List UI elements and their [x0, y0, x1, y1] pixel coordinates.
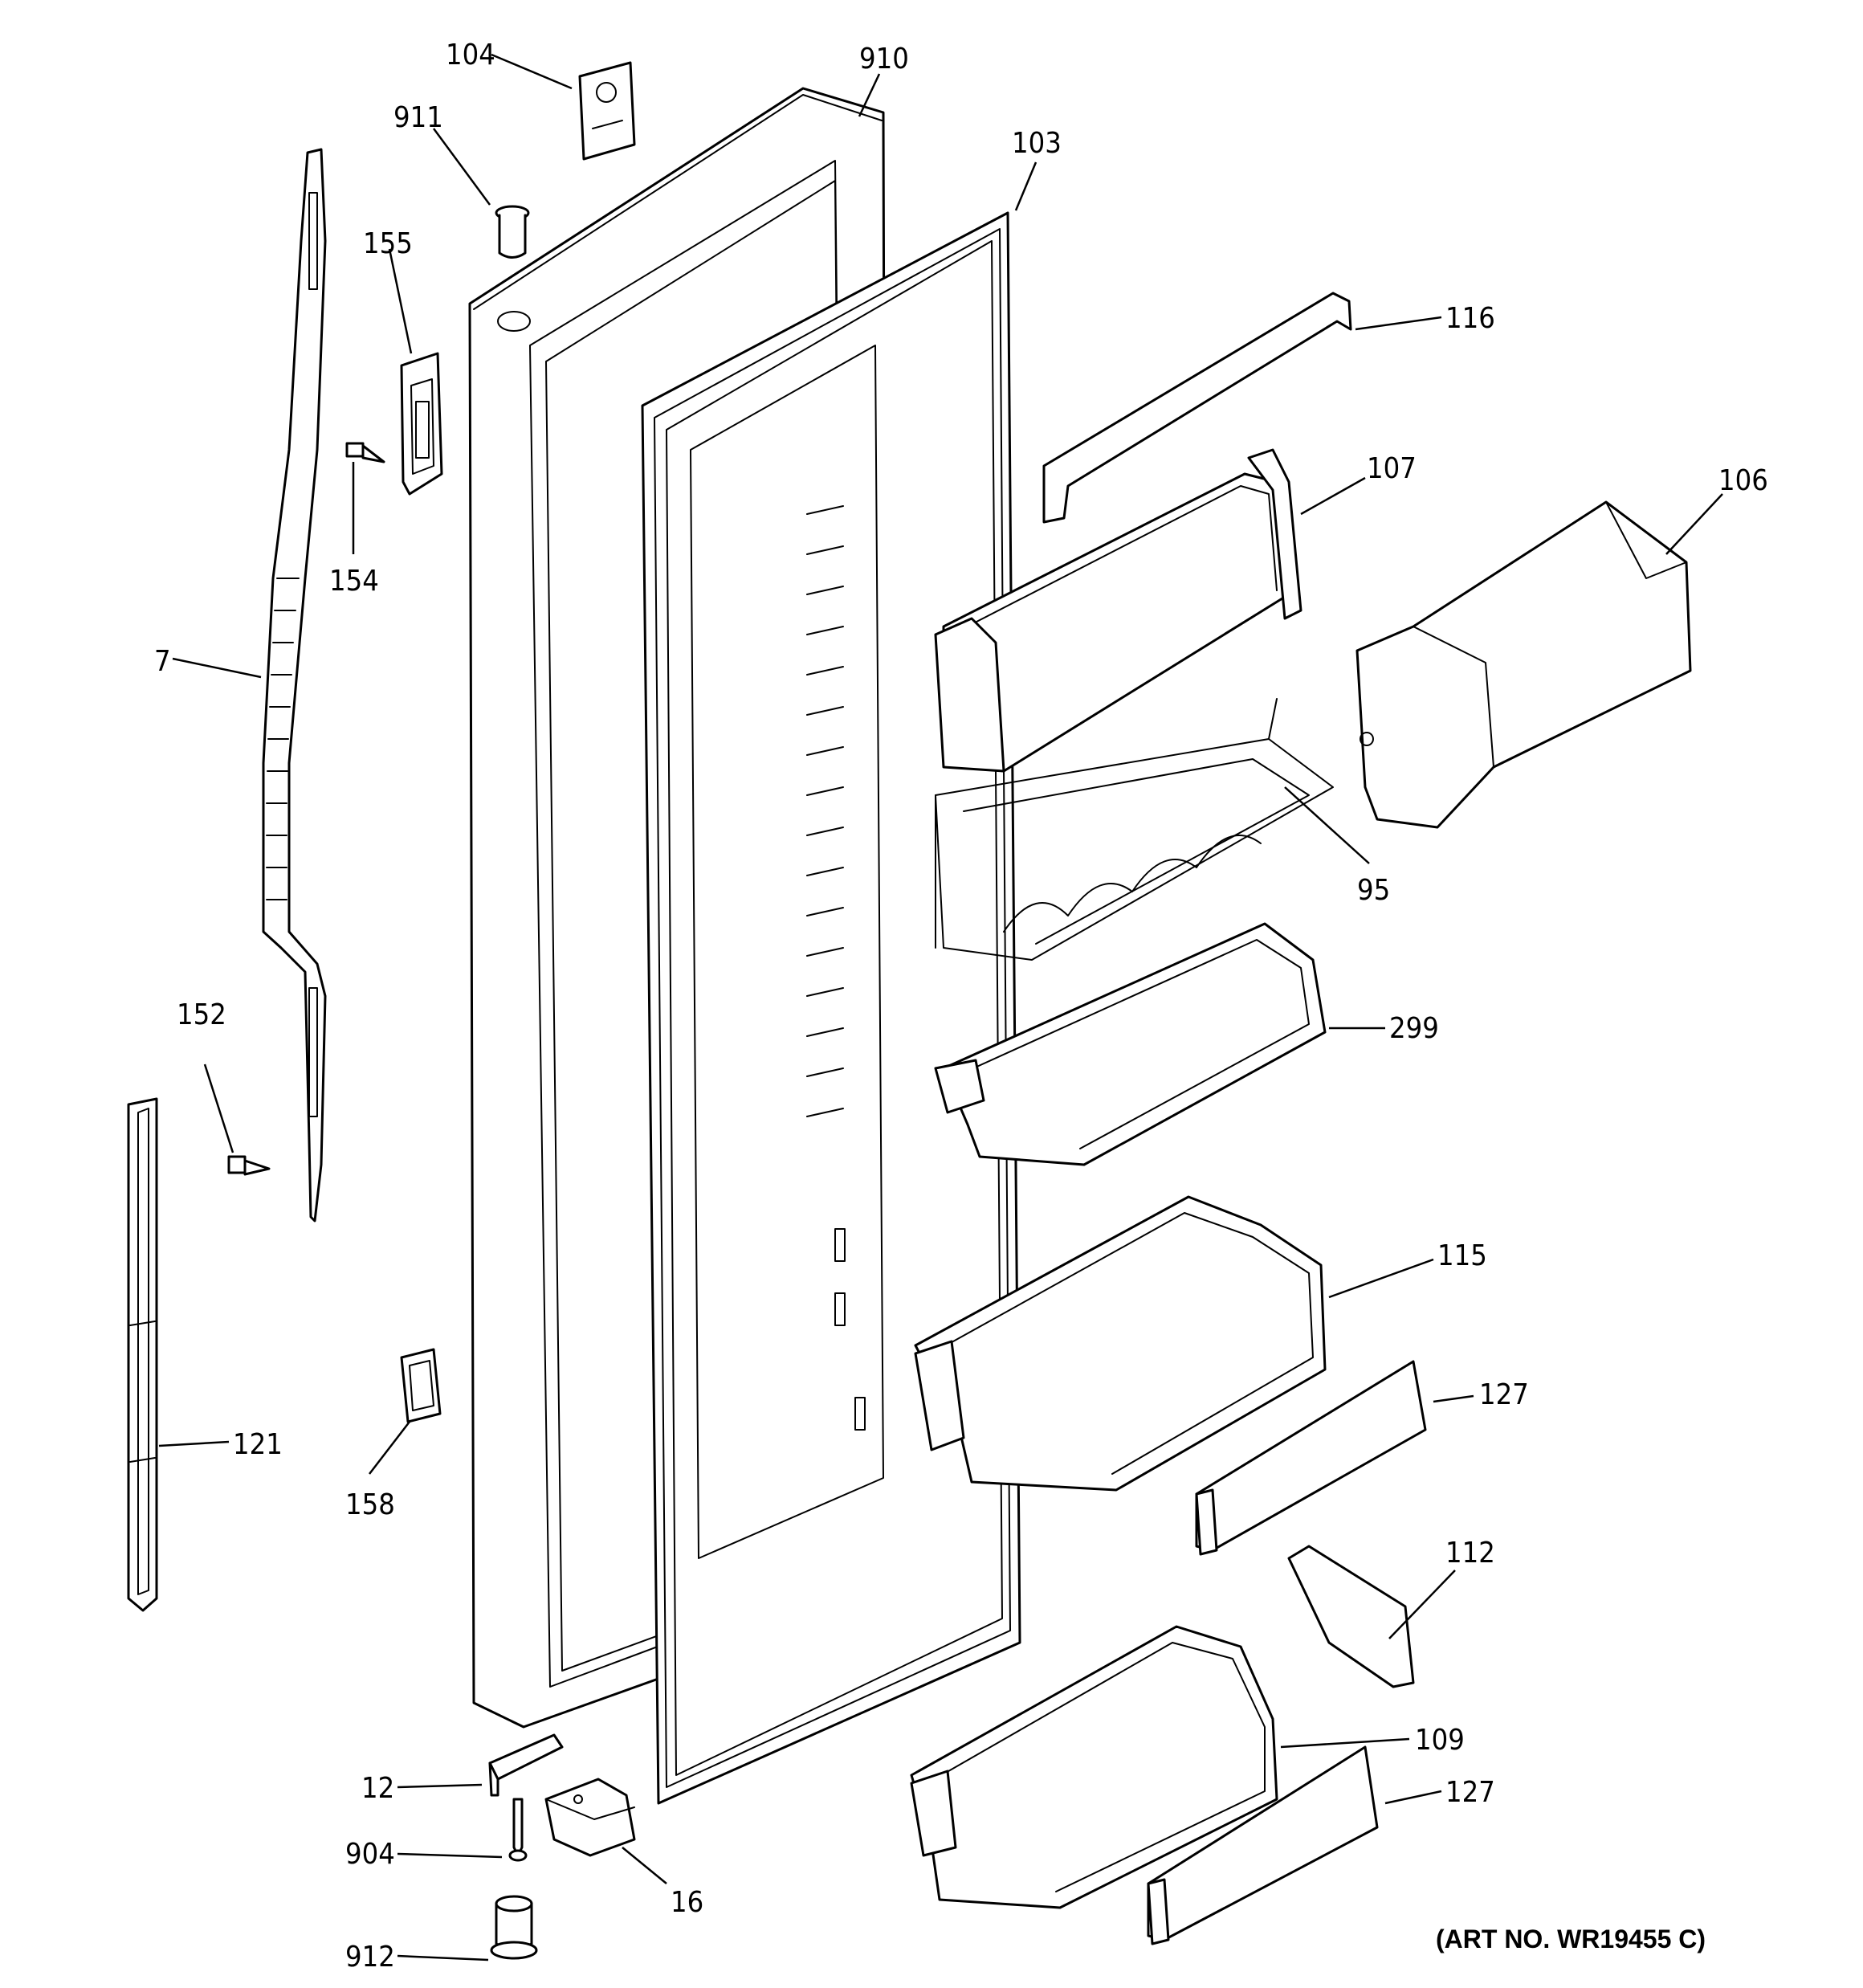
part-155-hinge-bracket [400, 352, 443, 496]
callout-910: 910 [859, 43, 909, 76]
callout-115: 115 [1437, 1239, 1487, 1272]
shelf-supports [806, 505, 866, 1431]
callout-103: 103 [1012, 127, 1062, 160]
part-152-screw [227, 1155, 271, 1176]
callout-95: 95 [1357, 874, 1390, 907]
callout-911: 911 [393, 101, 443, 134]
callout-107: 107 [1367, 452, 1417, 485]
part-103-door-gasket [641, 211, 1021, 1805]
callout-112: 112 [1445, 1537, 1495, 1570]
callout-127-upper: 127 [1479, 1378, 1529, 1411]
part-109-door-bin [910, 1625, 1278, 1909]
callout-152: 152 [177, 998, 226, 1031]
part-106-cover [1355, 500, 1692, 829]
part-127-upper-bin-front [1195, 1360, 1427, 1556]
part-7-door-handle [262, 148, 327, 1223]
callout-155: 155 [363, 227, 413, 260]
part-16-lower-hinge [544, 1778, 636, 1857]
part-904-screw [508, 1798, 528, 1862]
callout-158: 158 [345, 1488, 395, 1521]
callout-labels: 104 910 911 103 155 116 154 107 106 7 95… [154, 39, 1768, 1974]
part-299-door-bin [934, 922, 1327, 1166]
callout-12: 12 [361, 1772, 394, 1805]
callout-16: 16 [671, 1886, 703, 1919]
part-116-bin-rail [1042, 292, 1352, 524]
part-115-door-bin [914, 1195, 1327, 1492]
callout-104: 104 [446, 39, 495, 71]
part-121-trim-strip [127, 1097, 158, 1612]
leader-lines [158, 53, 1723, 1961]
art-number: (ART NO. WR19455 C) [1436, 1925, 1706, 1953]
part-127-lower-bin-front [1147, 1745, 1379, 1945]
part-912-bushing [490, 1895, 538, 1960]
callout-904: 904 [345, 1838, 395, 1871]
part-154-screw [345, 442, 385, 463]
callout-912: 912 [345, 1941, 395, 1974]
part-12-hinge-plate [488, 1733, 564, 1797]
part-112-divider [1287, 1545, 1415, 1688]
callout-7: 7 [154, 645, 171, 678]
callout-106: 106 [1718, 464, 1768, 497]
part-911-bushing [495, 205, 530, 259]
callout-109: 109 [1415, 1724, 1465, 1757]
part-107-shelf-bin [934, 448, 1302, 773]
callout-116: 116 [1445, 302, 1495, 335]
part-158-bracket [400, 1348, 442, 1423]
callout-127-lower: 127 [1445, 1776, 1495, 1809]
callout-299: 299 [1389, 1012, 1439, 1045]
callout-154: 154 [329, 565, 379, 598]
part-104-nameplate [578, 61, 636, 161]
part-95-wire-rack [935, 698, 1334, 961]
callout-121: 121 [233, 1428, 283, 1461]
